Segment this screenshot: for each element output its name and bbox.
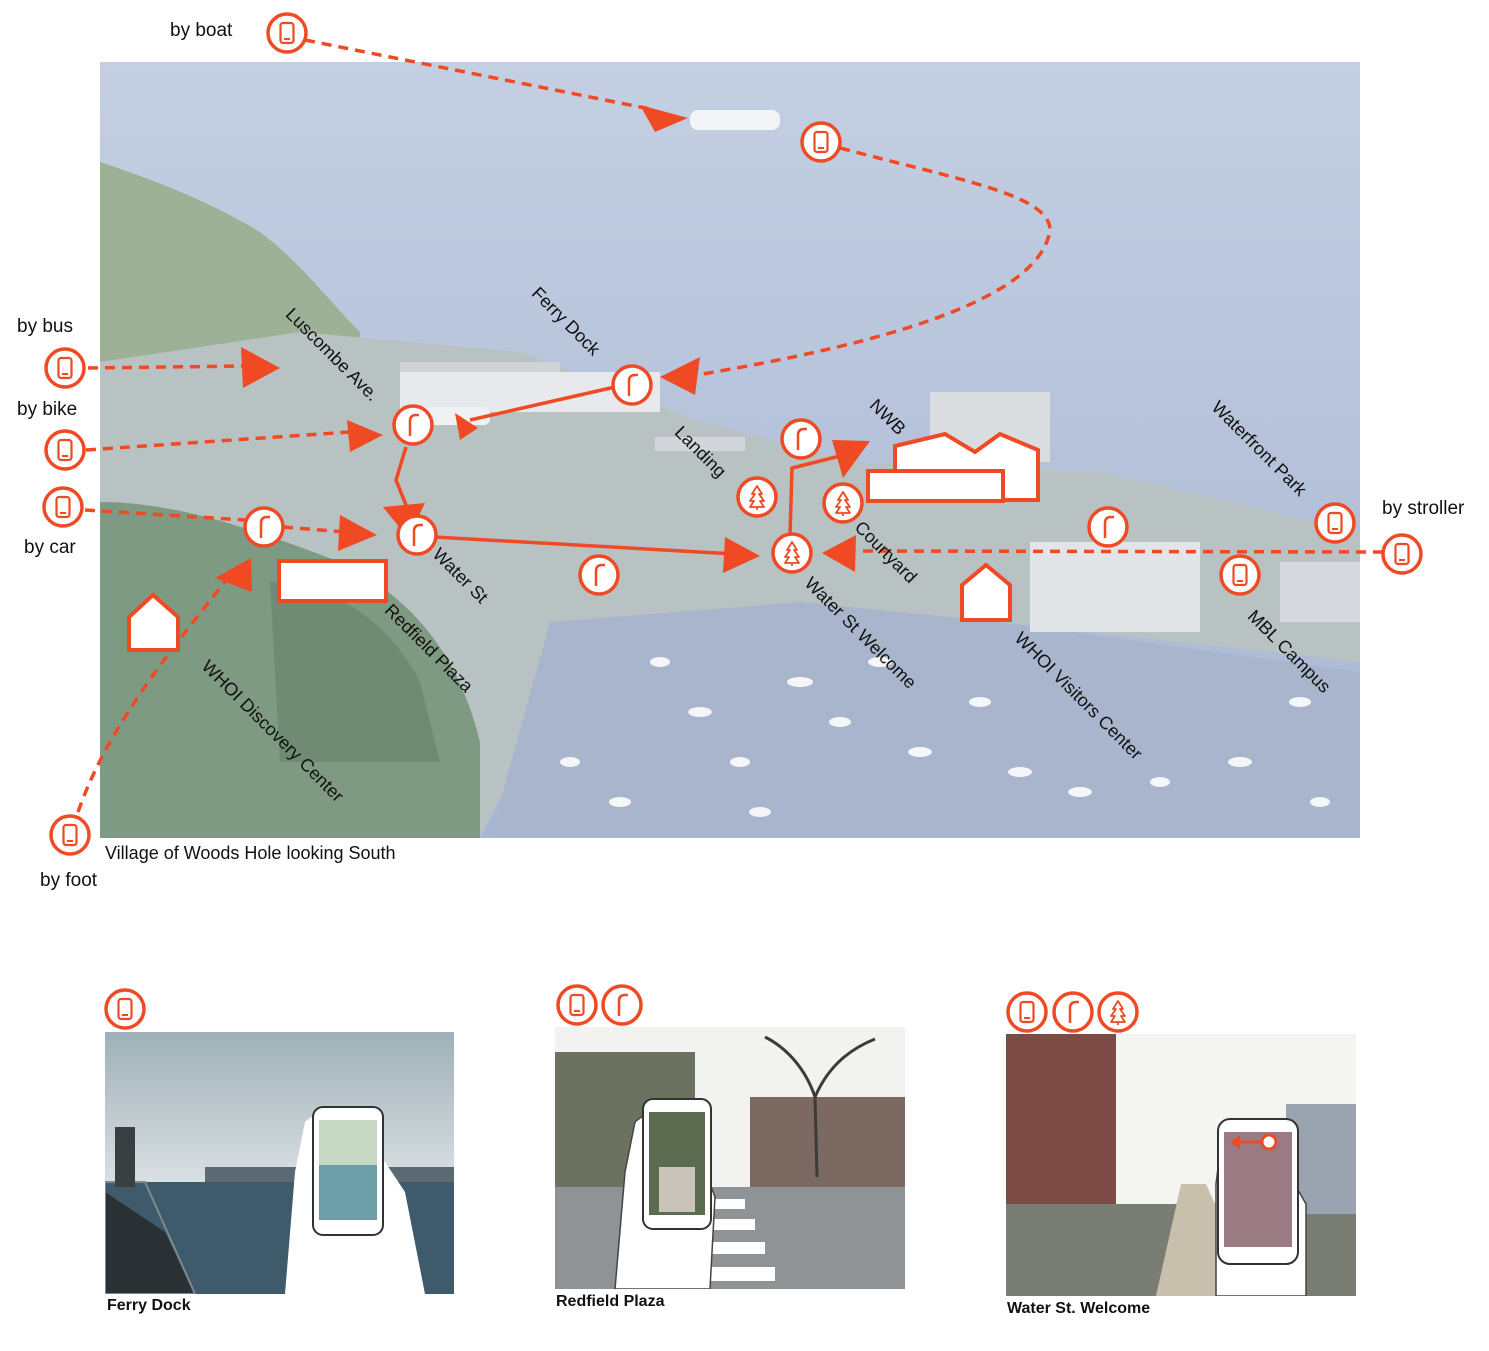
streetlight-icon [396, 514, 438, 556]
arrowhead [640, 105, 688, 132]
arrowhead [832, 440, 870, 478]
streetlight-icon [780, 418, 822, 460]
photo-ferry-dock [105, 1032, 454, 1294]
welcome-to-nwb [788, 454, 841, 536]
tree-icon [736, 476, 778, 518]
photo-title-ferry-dock: Ferry Dock [107, 1297, 191, 1314]
phone-icon [1219, 554, 1261, 596]
phone-icon [266, 12, 308, 54]
water-st-route [433, 535, 736, 556]
map-caption: Village of Woods Hole looking South [105, 843, 396, 863]
stroller-route [859, 549, 1384, 554]
tree-icon [822, 482, 864, 524]
photo-redfield-plaza [555, 1027, 905, 1289]
phone-icon [800, 121, 842, 163]
photo-water-st-welcome [1006, 1034, 1356, 1296]
aerial-scene [100, 62, 1360, 838]
boat-route-in [304, 38, 656, 112]
phone-icon [49, 814, 91, 856]
phone-icon [104, 988, 146, 1030]
streetlight-icon [578, 554, 620, 596]
streetlight-icon [1052, 991, 1094, 1033]
streetlight-icon [601, 984, 643, 1026]
mode-label-bike: by bike [17, 399, 78, 420]
courtyard-building [866, 469, 1005, 503]
mode-label-stroller: by stroller [1382, 498, 1465, 519]
mode-label-bus: by bus [17, 316, 73, 337]
streetlight-icon [392, 404, 434, 446]
car-route-b [282, 525, 346, 534]
whoi-discovery-house-icon [127, 592, 180, 652]
phone-icon [42, 486, 84, 528]
phone-icon [1381, 533, 1423, 575]
mode-label-car: by car [24, 537, 76, 558]
photo-redfield-plaza-scene [555, 1027, 905, 1289]
photo-water-st-welcome-scene [1006, 1034, 1356, 1296]
streetlight-icon [611, 364, 653, 406]
boat-route-out [689, 146, 1052, 378]
arrowhead [347, 420, 383, 452]
arrowhead [338, 515, 377, 551]
bus-route [87, 364, 246, 370]
phone-icon [556, 984, 598, 1026]
phone-icon [1006, 991, 1048, 1033]
car-route-a [84, 508, 246, 522]
streetlight-icon [1087, 506, 1129, 548]
tree-icon [771, 532, 813, 574]
photo-title-redfield-plaza: Redfield Plaza [556, 1293, 665, 1310]
whoi-visitors-house-icon [960, 562, 1012, 622]
arrowhead [241, 347, 280, 388]
arrowhead [455, 413, 478, 440]
photo-title-water-st-welcome: Water St. Welcome [1007, 1300, 1151, 1317]
luscombe-to-water [394, 446, 410, 511]
tree-icon [1097, 991, 1139, 1033]
arrowhead [660, 357, 700, 395]
redfield-plaza-building [277, 559, 388, 603]
arrowhead [215, 558, 252, 592]
phone-icon [44, 429, 86, 471]
photo-ferry-dock-scene [105, 1032, 454, 1294]
phone-icon [1314, 502, 1356, 544]
phone-icon [44, 347, 86, 389]
arrowhead [822, 535, 856, 572]
foot-route [76, 573, 232, 813]
mode-label-foot: by foot [40, 870, 98, 891]
mode-label-boat: by boat [170, 20, 233, 41]
arrowhead [723, 537, 760, 573]
aerial-photo [100, 62, 1360, 838]
streetlight-icon [243, 506, 285, 548]
bike-route [85, 430, 351, 452]
ferry-to-luscombe [469, 385, 616, 422]
